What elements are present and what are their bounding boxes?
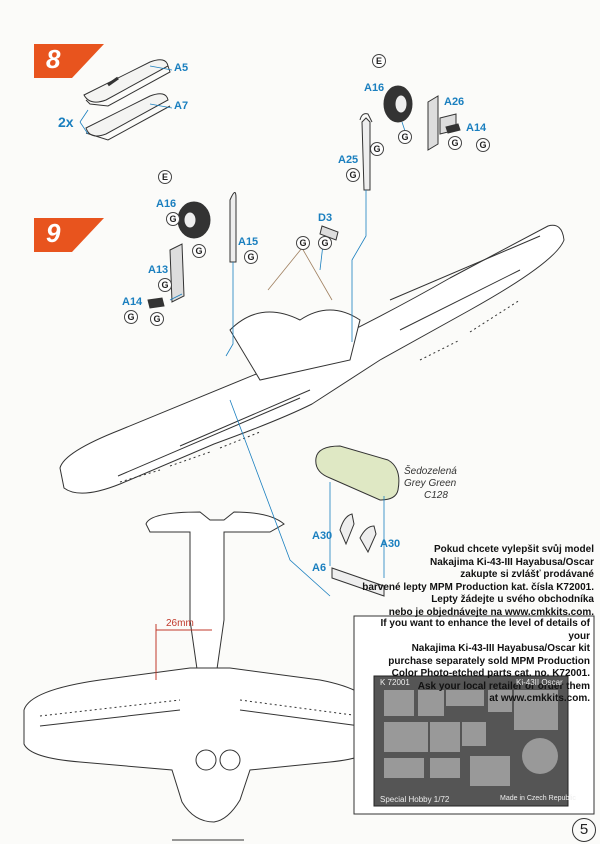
- part-label-a26: A26: [444, 96, 465, 108]
- color-code: C128: [424, 490, 448, 501]
- part-label-a14-left: A14: [122, 296, 143, 308]
- color-badge-g: G: [150, 312, 164, 326]
- color-badge-g: G: [346, 168, 360, 182]
- part-label-a16-left: A16: [156, 198, 177, 210]
- step-9-number: 9: [46, 218, 61, 248]
- czech-note: Pokud chcete vylepšit svůj model Nakajim…: [346, 544, 594, 619]
- color-badge-g: G: [370, 142, 384, 156]
- note-line: purchase separately sold MPM Production: [388, 655, 590, 667]
- photoetch-title: Ki-43II Oscar: [516, 678, 563, 687]
- note-line: Nakajima Ki-43-III Hayabusa/Oscar: [430, 556, 594, 568]
- note-line: Lepty žádejte u svého obchodníka: [431, 594, 594, 605]
- dimension-label: 26mm: [166, 618, 194, 629]
- part-label-d3: D3: [318, 212, 333, 224]
- step-8-number: 8: [46, 44, 61, 74]
- color-badge-g: G: [124, 310, 138, 324]
- color-name-english: Grey Green: [404, 478, 457, 489]
- note-line: Color Photo-etched parts cat. no. K72001…: [391, 668, 590, 679]
- color-badge-g: G: [318, 236, 332, 250]
- color-badge-g: G: [476, 138, 490, 152]
- photoetch-footer-right: Made in Czech Republic: [500, 795, 576, 802]
- note-line: zakupte si zvlášť prodávané: [460, 569, 594, 580]
- page-number: 5: [572, 818, 596, 842]
- english-note: If you want to enhance the level of deta…: [358, 618, 590, 706]
- part-label-a13: A13: [148, 264, 169, 276]
- color-badge-g: G: [166, 212, 180, 226]
- note-line: at www.cmkkits.com.: [489, 693, 590, 704]
- color-badge-g: G: [244, 250, 258, 264]
- part-label-a15: A15: [238, 236, 259, 248]
- part-label-a16-right: A16: [364, 82, 385, 94]
- note-line: Ask your local retailer or order them: [417, 680, 590, 692]
- part-label-a30-left: A30: [312, 530, 333, 542]
- part-label-a30-right: A30: [380, 538, 401, 550]
- note-line: Pokud chcete vylepšit svůj model: [433, 544, 594, 555]
- part-label-a14-right: A14: [466, 122, 487, 134]
- note-line: If you want to enhance the level of deta…: [380, 618, 590, 642]
- color-badge-e: E: [158, 170, 172, 184]
- color-badge-g: G: [448, 136, 462, 150]
- part-label-a25: A25: [338, 154, 359, 166]
- color-badge-g: G: [398, 130, 412, 144]
- color-badge-g: G: [192, 244, 206, 258]
- part-label-a6: A6: [312, 562, 327, 574]
- canopy-color-note: Šedozelená Grey Green C128: [404, 466, 457, 502]
- color-badge-e: E: [372, 54, 386, 68]
- photoetch-catalog: K 72001: [380, 678, 410, 687]
- note-line: nebo je objednávejte na www.cmkkits.com.: [388, 606, 594, 618]
- part-label-a7: A7: [174, 100, 189, 112]
- color-badge-g: G: [296, 236, 310, 250]
- color-name-czech: Šedozelená: [404, 466, 457, 477]
- note-line: Nakajima Ki-43-III Hayabusa/Oscar kit: [411, 643, 590, 654]
- color-badge-g: G: [158, 278, 172, 292]
- note-line: barvené lepty MPM Production kat. čísla …: [362, 581, 594, 593]
- part-label-a5: A5: [174, 62, 189, 74]
- photoetch-footer-left: Special Hobby 1/72: [380, 795, 450, 804]
- quantity-multiplier: 2x: [58, 114, 74, 130]
